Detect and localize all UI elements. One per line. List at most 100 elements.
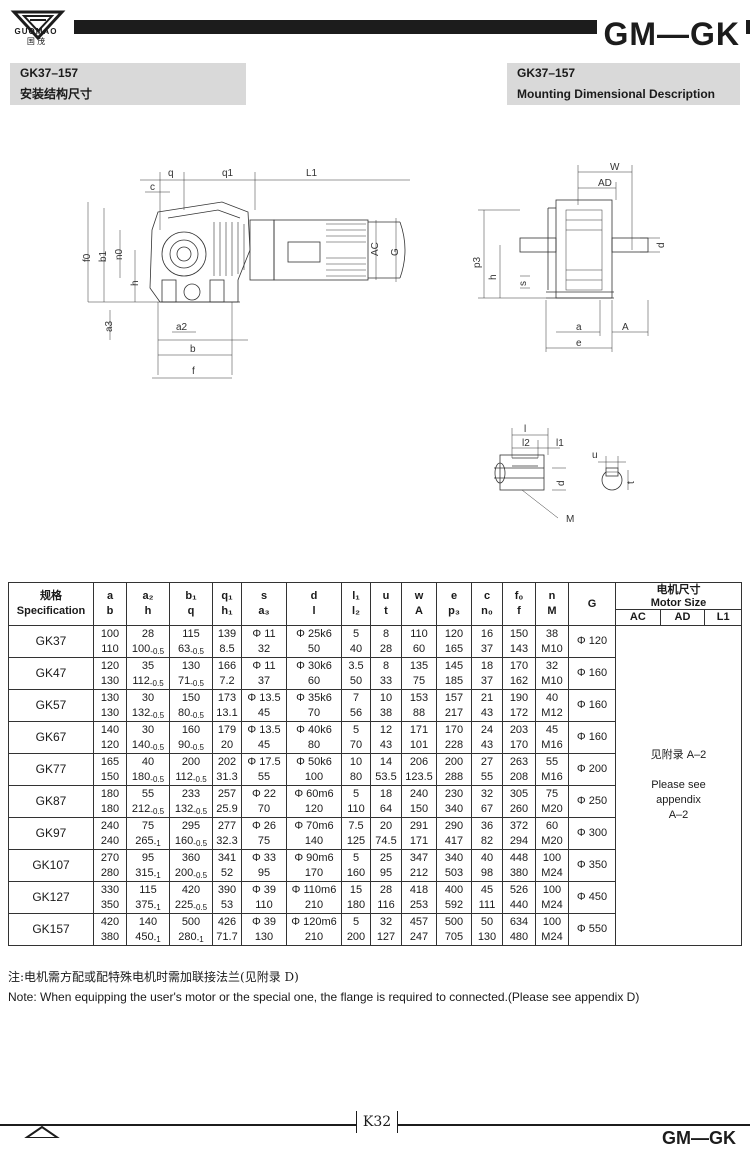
value-bottom: 7.2 — [219, 674, 235, 687]
value-bottom: 25.9 — [216, 802, 238, 815]
value-bottom: 71-0.5 — [177, 674, 205, 688]
value-top: 75 — [141, 819, 155, 832]
section-heading: Mounting Dimensional Description — [517, 87, 716, 101]
value-top: 171 — [409, 723, 429, 736]
value-top: 38 — [545, 627, 559, 640]
value-top: Φ 35k6 — [296, 691, 332, 704]
tolerance-subscript: -0.5 — [193, 806, 208, 816]
g-cell: Φ 160 — [568, 689, 616, 722]
value-top: 7.5 — [348, 819, 364, 832]
g-cell: Φ 550 — [568, 913, 616, 946]
value-top: 145 — [444, 659, 464, 672]
value-top: 30 — [141, 691, 155, 704]
value-top: 14 — [379, 755, 393, 768]
dim-label-A: A — [622, 322, 629, 333]
value-top: 25 — [379, 851, 393, 864]
value-top: 16 — [480, 627, 494, 640]
value-bottom: 80-0.5 — [177, 706, 205, 720]
value-bottom: 265-1 — [135, 834, 161, 848]
value-top: 12 — [379, 723, 393, 736]
dim-label-c: c — [150, 182, 155, 193]
value-top: 166 — [217, 659, 237, 672]
value-top: 139 — [217, 627, 237, 640]
value-bottom: 172 — [509, 706, 529, 719]
dim-label-d-shaft: d — [556, 480, 567, 486]
value-bottom: 150 — [409, 802, 429, 815]
value-bottom: 60 — [412, 642, 426, 655]
value-bottom: 212 — [409, 866, 429, 879]
value-top: Φ 11 — [252, 627, 276, 640]
value-top: 290 — [444, 819, 464, 832]
value-top: 179 — [217, 723, 237, 736]
value-bottom: 294 — [509, 834, 529, 847]
value-bottom: 180-0.5 — [131, 770, 165, 784]
value-bottom: 123.5 — [405, 770, 433, 783]
tolerance-subscript: -0.5 — [150, 774, 165, 784]
value-bottom: 56 — [349, 706, 363, 719]
dim-label-l: l — [524, 424, 526, 435]
value-bottom: 64 — [379, 802, 393, 815]
section-heading: 安装结构尺寸 — [20, 87, 93, 101]
value-top: 277 — [217, 819, 237, 832]
value-top: 203 — [509, 723, 529, 736]
value-top: 180 — [100, 787, 120, 800]
value-bottom: 200-0.5 — [174, 866, 208, 880]
col-header-L1: L1 — [704, 609, 742, 626]
model-cell: GK47 — [8, 657, 94, 690]
dim-label-AC: AC — [370, 242, 381, 256]
value-top: 32 — [545, 659, 559, 672]
section-title-en: GK37–157 Mounting Dimensional Descriptio… — [507, 63, 740, 105]
motor-note-line: A–2 — [668, 809, 689, 821]
tolerance-subscript: -0.5 — [150, 710, 165, 720]
tolerance-subscript: -1 — [153, 870, 161, 880]
tolerance-subscript: -0.5 — [190, 646, 205, 656]
value-top: 634 — [509, 915, 529, 928]
value-top: 150 — [509, 627, 529, 640]
value-bottom: 260 — [509, 802, 529, 815]
value-bottom: 380 — [509, 866, 529, 879]
value-bottom: 116 — [377, 898, 395, 911]
value-bottom: 52 — [220, 866, 234, 879]
value-top: 165 — [100, 755, 120, 768]
value-top: 340 — [444, 851, 464, 864]
dim-label-s: s — [518, 281, 529, 286]
g-cell: Φ 300 — [568, 817, 616, 850]
value-top: 10 — [349, 755, 363, 768]
dim-label-a3: a3 — [104, 320, 115, 332]
dim-label-q1: q1 — [222, 168, 234, 179]
dim-label-e: e — [576, 338, 582, 349]
tolerance-subscript: -0.5 — [190, 710, 205, 720]
value-bottom: 74.5 — [375, 834, 397, 847]
dim-label-M: M — [566, 514, 574, 525]
value-top: 50 — [480, 915, 494, 928]
value-top: Φ 70m6 — [294, 819, 334, 832]
value-top: 157 — [444, 691, 464, 704]
value-bottom: M10 — [541, 642, 563, 655]
dim-label-b: b — [190, 344, 196, 355]
value-top: 100 — [542, 851, 562, 864]
value-top: 100 — [542, 883, 562, 896]
